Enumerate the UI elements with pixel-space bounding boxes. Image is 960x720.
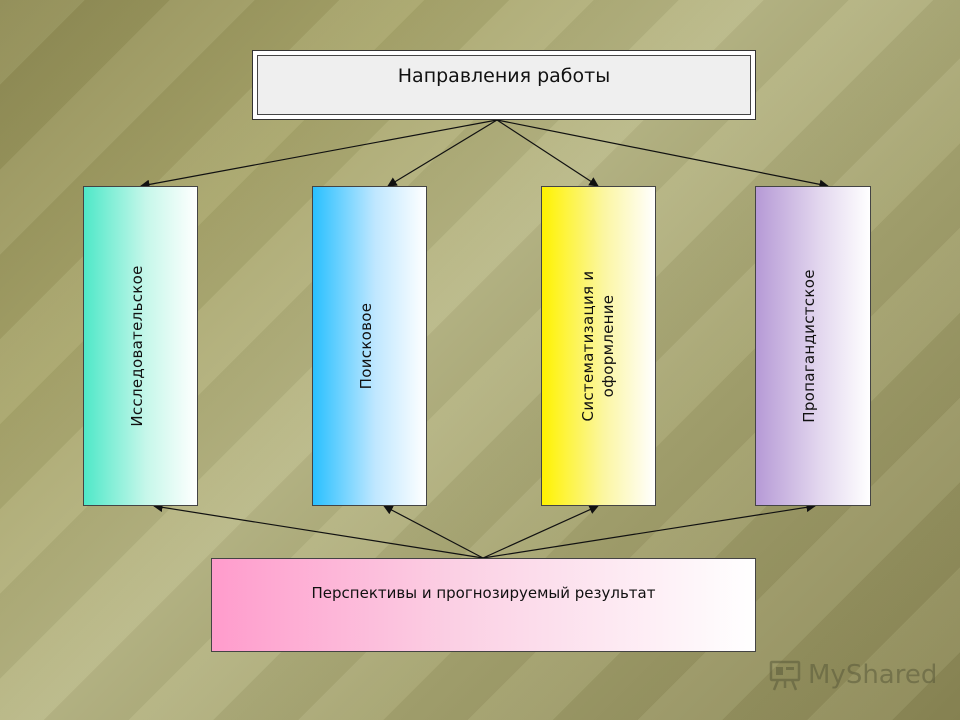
arrow-title-to-col2 (387, 119, 498, 187)
arrow-title-to-col1 (140, 119, 498, 190)
title-text: Направления работы (257, 55, 751, 115)
direction-box-research: Исследовательское (83, 186, 198, 506)
direction-box-search: Поисковое (312, 186, 427, 506)
direction-box-systematization: Систематизация и оформление (541, 186, 656, 506)
direction-label: Поисковое (356, 302, 375, 390)
direction-label: Систематизация и оформление (578, 270, 617, 422)
title-box: Направления работы (252, 50, 756, 120)
direction-label: Пропагандистское (800, 269, 818, 423)
watermark-text: MyShared (808, 660, 938, 690)
arrow-title-to-col3 (496, 119, 599, 187)
direction-label: Исследовательское (127, 265, 146, 427)
watermark-logo: MyShared (768, 656, 937, 694)
result-box: Перспективы и прогнозируемый результат (211, 558, 756, 652)
direction-box-propaganda: Пропагандистское (755, 186, 871, 506)
arrow-result-to-col3 (482, 505, 599, 559)
arrow-result-to-col4 (482, 502, 816, 559)
presentation-board-icon (769, 660, 801, 691)
result-label: Перспективы и прогнозируемый результат (311, 584, 656, 602)
arrow-result-to-col2 (383, 505, 484, 559)
arrow-title-to-col4 (496, 119, 829, 190)
arrow-result-to-col1 (153, 502, 484, 559)
